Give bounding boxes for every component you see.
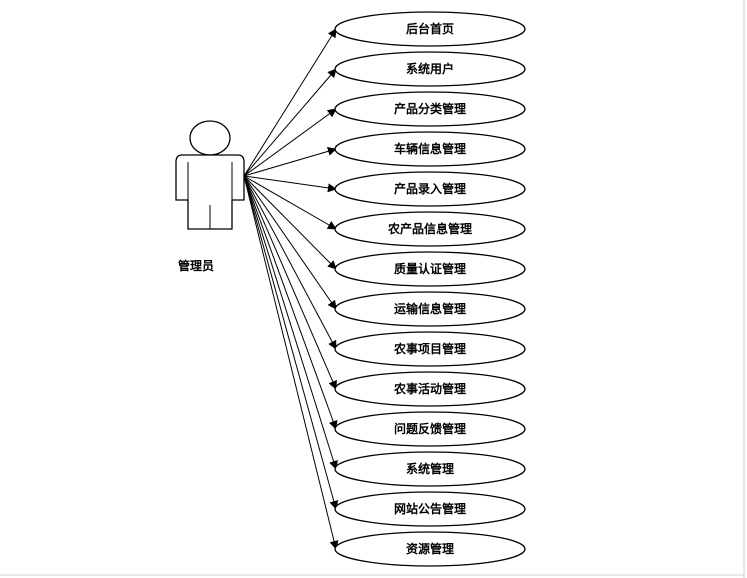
use-case: 问题反馈管理: [334, 411, 526, 447]
use-case-label: 产品录入管理: [394, 181, 466, 196]
use-case-label: 问题反馈管理: [394, 421, 466, 436]
association-line: [243, 175, 337, 350]
use-case-ellipse: [334, 11, 526, 47]
use-case-label: 资源管理: [406, 541, 454, 556]
use-case: 产品录入管理: [334, 171, 526, 207]
use-case: 农产品信息管理: [334, 211, 526, 247]
use-case: 农事项目管理: [334, 331, 526, 367]
use-case: 系统管理: [334, 451, 526, 487]
use-case-ellipse: [334, 91, 526, 127]
use-case: 产品分类管理: [334, 91, 526, 127]
use-case-label: 产品分类管理: [394, 101, 466, 116]
use-case: 运输信息管理: [334, 291, 526, 327]
use-case-ellipse: [334, 131, 526, 167]
use-case: 后台首页: [334, 11, 526, 47]
use-case: 资源管理: [334, 531, 526, 567]
use-case-label: 运输信息管理: [394, 301, 466, 316]
use-case-ellipse: [334, 211, 526, 247]
use-case-ellipse: [334, 171, 526, 207]
use-case-label: 农事项目管理: [393, 341, 466, 356]
use-case-label: 后台首页: [406, 21, 454, 36]
association-line: [243, 175, 337, 230]
association-line: [243, 175, 337, 270]
association-line: [243, 175, 337, 390]
association-line: [243, 108, 337, 177]
use-case-label: 农事活动管理: [393, 381, 466, 396]
association-line: [243, 175, 339, 550]
association-line: [243, 175, 337, 193]
use-case-label: 车辆信息管理: [394, 141, 466, 156]
association-lines: [243, 28, 339, 550]
use-case-ellipse: [334, 451, 526, 487]
use-case-label: 系统管理: [406, 461, 454, 476]
use-case-ellipse: [334, 531, 526, 567]
use-case-ellipse: [334, 491, 526, 527]
use-case: 网站公告管理: [334, 491, 526, 527]
use-case: 农事活动管理: [334, 371, 526, 407]
use-case-label: 网站公告管理: [394, 501, 466, 516]
use-case-ellipse: [334, 331, 526, 367]
actor-body: [175, 154, 245, 230]
use-case-ellipse: [334, 411, 526, 447]
association-line: [243, 146, 337, 177]
use-case-label: 质量认证管理: [394, 261, 466, 276]
use-case: 系统用户: [334, 51, 526, 87]
use-case-label: 系统用户: [406, 61, 454, 76]
use-case-ellipse: [334, 251, 526, 287]
use-case-ellipse: [334, 371, 526, 407]
use-case-label: 农产品信息管理: [387, 221, 472, 236]
association-line: [243, 68, 337, 177]
use-case: 车辆信息管理: [334, 131, 526, 167]
actor-head: [189, 120, 231, 156]
use-case: 质量认证管理: [334, 251, 526, 287]
association-line: [243, 175, 339, 510]
actor-label: 管理员: [178, 258, 214, 273]
association-line: [243, 175, 337, 310]
association-line: [243, 175, 338, 470]
use-case-ellipse: [334, 51, 526, 87]
use-case-list: 后台首页系统用户产品分类管理车辆信息管理产品录入管理农产品信息管理质量认证管理运…: [334, 11, 526, 567]
actor-figure: 管理员: [175, 120, 245, 273]
use-case-ellipse: [334, 291, 526, 327]
association-line: [243, 28, 337, 177]
association-line: [243, 175, 338, 430]
